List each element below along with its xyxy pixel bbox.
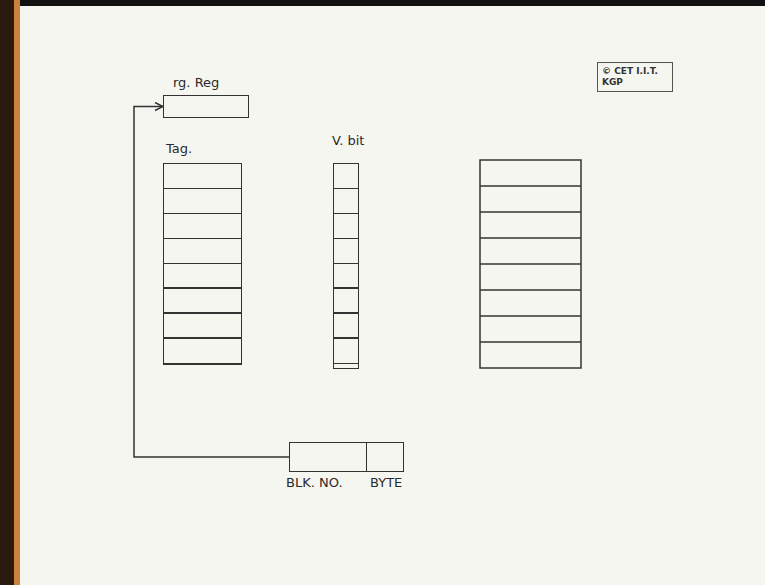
tag-array: Tag. (163, 163, 242, 365)
left-edge (0, 0, 14, 585)
field-divider (366, 443, 367, 471)
array-heading: V. bit (332, 133, 364, 149)
array-heading: Tag. (166, 141, 192, 157)
connector (134, 107, 289, 458)
array-heading: rg. Reg (173, 75, 219, 91)
watermark: © CET I.I.T. KGP (597, 62, 673, 92)
address-register: BLK. NO.BYTE (289, 442, 404, 472)
valid-bit-array: V. bit (333, 163, 359, 369)
data-array (480, 160, 581, 368)
field-label: BYTE (370, 475, 402, 491)
register-box: rg. Reg (163, 95, 249, 118)
field-label: BLK. NO. (286, 475, 343, 491)
top-edge (0, 0, 765, 6)
board-rim (14, 0, 20, 585)
